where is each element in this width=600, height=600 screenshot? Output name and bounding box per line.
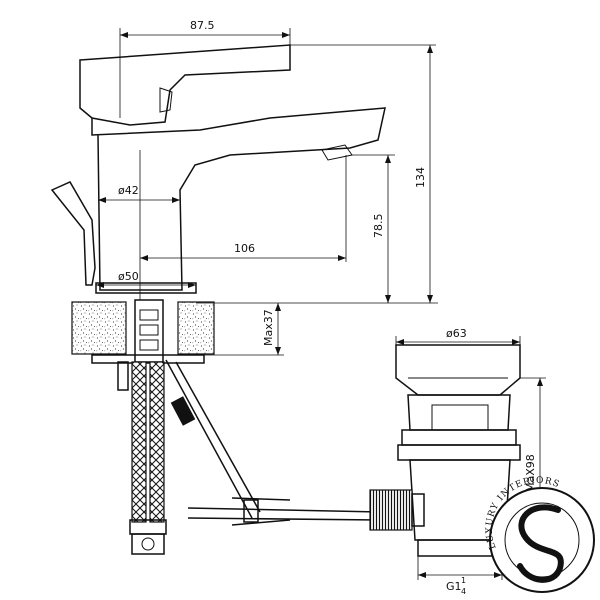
rod-clip (170, 396, 196, 426)
drain-body-upper (407, 394, 511, 431)
hose-right (149, 361, 165, 523)
countertop-left (71, 301, 127, 355)
dim-thread-base: G1 (446, 580, 462, 593)
drain-assembly (369, 344, 521, 557)
dim-counter-max: Max37 (262, 309, 275, 346)
brand-monogram (517, 504, 564, 583)
drain-nut (401, 429, 517, 446)
mounting-stud (134, 299, 164, 363)
mount-plate (91, 354, 205, 364)
brand-logo: LUXURY INTERIORS (485, 476, 595, 593)
drain-cap (395, 344, 521, 396)
dim-total-height: 134 (414, 167, 427, 188)
dim-body-diameter: ø42 (118, 184, 139, 197)
rod-diagonal (165, 359, 253, 519)
dim-spout-height: 78.5 (372, 214, 385, 239)
dimension-lines (96, 28, 546, 580)
dim-drain-height: MaX98 (524, 454, 537, 492)
faucet-outline (50, 44, 386, 294)
faucet-handle (79, 44, 291, 126)
mounting-fittings (117, 299, 164, 391)
side-knob (369, 489, 413, 531)
faucet-body (91, 107, 386, 291)
countertop-right (177, 301, 215, 355)
dim-thread-numerator: 1 (461, 576, 466, 585)
hose-left (131, 361, 147, 523)
threaded-rod (117, 361, 129, 391)
dim-base-diameter: ø50 (118, 270, 139, 283)
popup-lever (50, 181, 96, 286)
base-plate (95, 282, 197, 294)
dim-spout-length: 87.5 (190, 19, 215, 32)
rod-connector (243, 499, 259, 523)
aerator (321, 144, 353, 161)
countertop (71, 301, 215, 364)
dim-reach: 106 (234, 242, 255, 255)
hose-nut-bottom (131, 533, 165, 555)
supply-hoses (129, 361, 167, 555)
popup-rod (165, 359, 381, 526)
dim-drain-diameter: ø63 (446, 327, 467, 340)
handle-joint (159, 87, 173, 113)
rod-horizontal (187, 507, 381, 513)
dim-thread-denominator: 4 (461, 587, 466, 596)
